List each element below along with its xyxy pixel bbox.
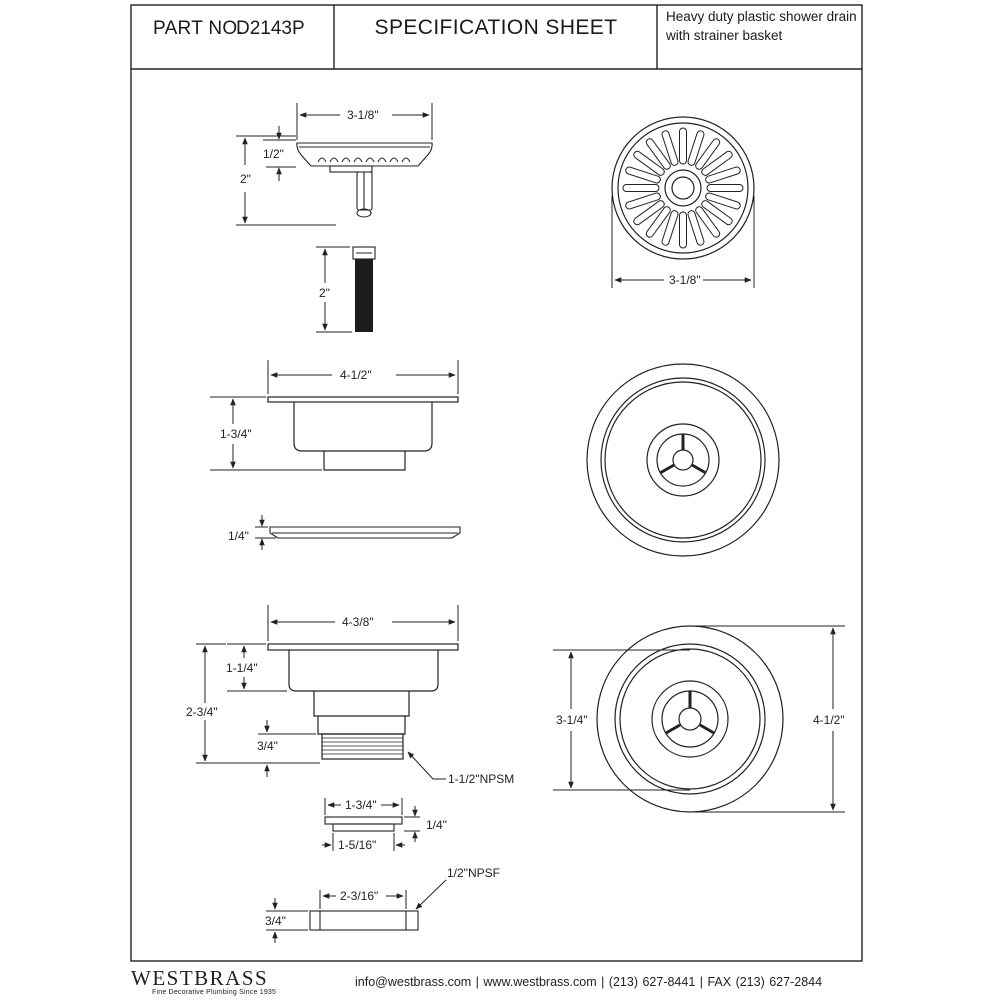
sheet-frame: [130, 4, 863, 962]
strainer-slot: [687, 130, 705, 166]
dim-inner-diameter: 3-1/4": [555, 713, 589, 727]
contact-info: info@westbrass.com | www.westbrass.com |…: [355, 975, 823, 989]
drain-post: [352, 246, 376, 332]
strainer-slot: [679, 211, 687, 249]
dim-flange-height: 1-1/4": [225, 661, 259, 675]
brand-logo: WESTBRASS: [131, 966, 269, 990]
part-number-value: D2143P: [236, 18, 305, 39]
strainer-slot: [701, 150, 733, 176]
dim-basket-width: 3-1/8": [346, 108, 380, 122]
dim-washer-width: 1-3/4": [344, 798, 378, 812]
strainer-slot: [622, 184, 660, 192]
strainer-slot: [679, 127, 687, 165]
strainer-slot: [705, 166, 741, 184]
gasket-side-view: [269, 526, 461, 539]
dim-post-height: 2": [318, 286, 331, 300]
strainer-slot: [625, 166, 661, 184]
dim-thread-length: 3/4": [256, 739, 279, 753]
strainer-slot: [625, 192, 661, 210]
dim-basket-height: 2": [239, 172, 252, 186]
dim-face-width: 3-1/8": [668, 273, 702, 287]
basket-top-view: [611, 116, 755, 260]
dim-basket-top: 1/2": [262, 147, 285, 161]
dim-overall-height: 2-3/4": [185, 705, 219, 719]
part-number-label: PART NO.: [153, 18, 244, 39]
strainer-slot: [706, 184, 744, 192]
dim-flange-width: 4-3/8": [341, 615, 375, 629]
strainer-slot: [661, 210, 679, 246]
strainer-slot: [633, 150, 665, 176]
dim-outer-diameter: 4-1/2": [812, 713, 846, 727]
product-description-line1: Heavy duty plastic shower drain: [666, 9, 857, 24]
dim-washer-inner: 1-5/16": [337, 838, 378, 852]
body-top-view: [586, 363, 780, 557]
dim-body-height: 1-3/4": [219, 427, 253, 441]
strainer-slot: [687, 210, 705, 246]
dim-thread-spec: 1-1/2"NPSM: [447, 772, 516, 786]
strainer-slot: [645, 206, 671, 238]
flange-side-view: [267, 643, 459, 760]
washer-side-view: [324, 816, 403, 832]
dim-body-width: 4-1/2": [339, 368, 373, 382]
product-description-line2: with strainer basket: [666, 28, 783, 43]
dim-nut-spec: 1/2"NPSF: [446, 866, 501, 880]
nut-side-view: [309, 910, 419, 931]
strainer-slot: [661, 130, 679, 166]
basket-side-view: [296, 142, 433, 218]
flange-top-view: [596, 625, 784, 813]
strainer-slot: [701, 200, 733, 226]
brand-tagline: Fine Decorative Plumbing Since 1935: [152, 989, 277, 996]
dim-nut-height: 3/4": [264, 914, 287, 928]
dim-gasket-thickness: 1/4": [227, 529, 250, 543]
dim-washer-thickness: 1/4": [425, 818, 448, 832]
sheet-title: SPECIFICATION SHEET: [374, 16, 618, 39]
body-side-view: [267, 396, 459, 471]
strainer-slot: [633, 200, 665, 226]
dim-nut-width: 2-3/16": [339, 889, 380, 903]
strainer-slot: [705, 192, 741, 210]
strainer-slot: [695, 138, 721, 170]
strainer-slot: [695, 206, 721, 238]
dimension-lines: [196, 103, 845, 943]
strainer-slot: [645, 138, 671, 170]
